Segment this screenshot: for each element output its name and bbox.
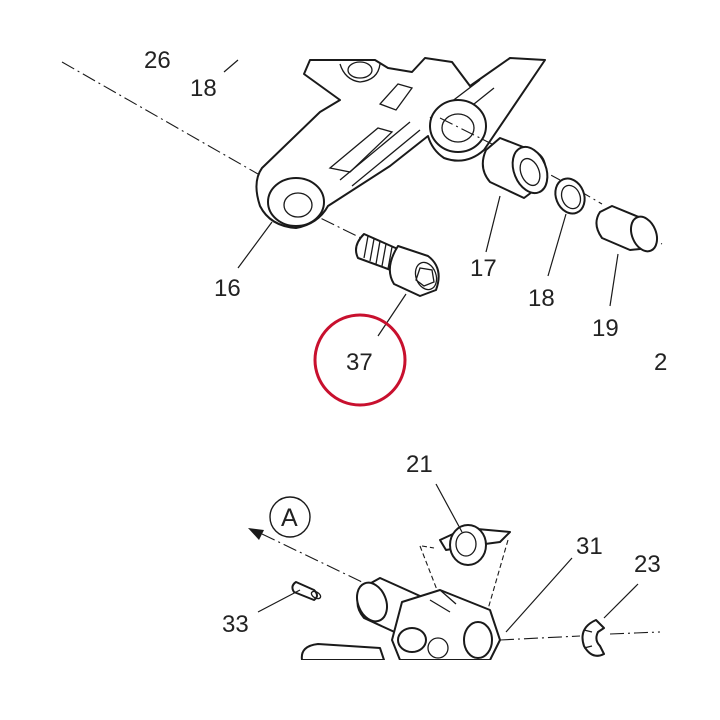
- leader-18-top: [223, 59, 239, 73]
- clip-21: [439, 524, 511, 566]
- bottom-mask: [0, 660, 720, 720]
- upper-assembly: 26 18 16 17 18 19 2 37: [61, 47, 667, 407]
- phantom-lines: [419, 539, 509, 617]
- leader-31: [505, 557, 573, 633]
- label-18-top: 18: [190, 75, 217, 102]
- bracket-top-hole: [347, 61, 373, 79]
- leader-19: [609, 253, 619, 307]
- label-16: 16: [214, 275, 241, 302]
- arm-pivot-boss: [267, 177, 325, 227]
- lever-31: [391, 589, 501, 661]
- label-23: 23: [634, 551, 661, 578]
- pin-33: [291, 581, 322, 601]
- lower-assembly: A: [222, 451, 661, 661]
- arm-bushing-boss: [429, 99, 487, 153]
- ering-23: [581, 619, 605, 657]
- leader-18: [547, 213, 567, 277]
- label-37: 37: [346, 349, 373, 376]
- callout-a-label: A: [281, 504, 298, 532]
- leader-16: [237, 221, 273, 269]
- label-19: 19: [592, 315, 619, 342]
- label-31: 31: [576, 533, 603, 560]
- leader-23: [603, 583, 639, 619]
- arm-bushing-hole: [441, 113, 475, 143]
- bracket-rib: [339, 79, 495, 187]
- label-33: 33: [222, 611, 249, 638]
- leader-37: [377, 293, 407, 337]
- axis-line-ering: [499, 631, 661, 641]
- label-18: 18: [528, 285, 555, 312]
- arrow-head-a: [248, 528, 264, 540]
- bracket-slot-lower: [328, 127, 394, 173]
- bracket-arm: [255, 57, 546, 229]
- axis-line-bushing: [439, 117, 663, 245]
- axis-line-main: [61, 61, 259, 175]
- label-21: 21: [406, 451, 433, 478]
- bushing-17: [481, 137, 549, 199]
- label-26-top: 26: [144, 47, 171, 74]
- label-17: 17: [470, 255, 497, 282]
- leader-17: [485, 195, 501, 253]
- bolt-37: [355, 233, 440, 297]
- callout-a-circle: [269, 496, 311, 538]
- axis-arrow-a: [261, 533, 363, 583]
- label-edge-partial: 2: [654, 349, 667, 376]
- bracket-top-boss: [339, 63, 381, 83]
- bottom-fragment: [300, 643, 385, 661]
- leader-33: [257, 589, 301, 613]
- leader-21: [435, 483, 463, 533]
- collar-19: [595, 205, 659, 253]
- washer-18: [554, 177, 586, 215]
- arm-pivot-hole: [283, 192, 313, 218]
- bracket-slot-upper: [378, 83, 414, 111]
- highlight-circle: [313, 313, 407, 407]
